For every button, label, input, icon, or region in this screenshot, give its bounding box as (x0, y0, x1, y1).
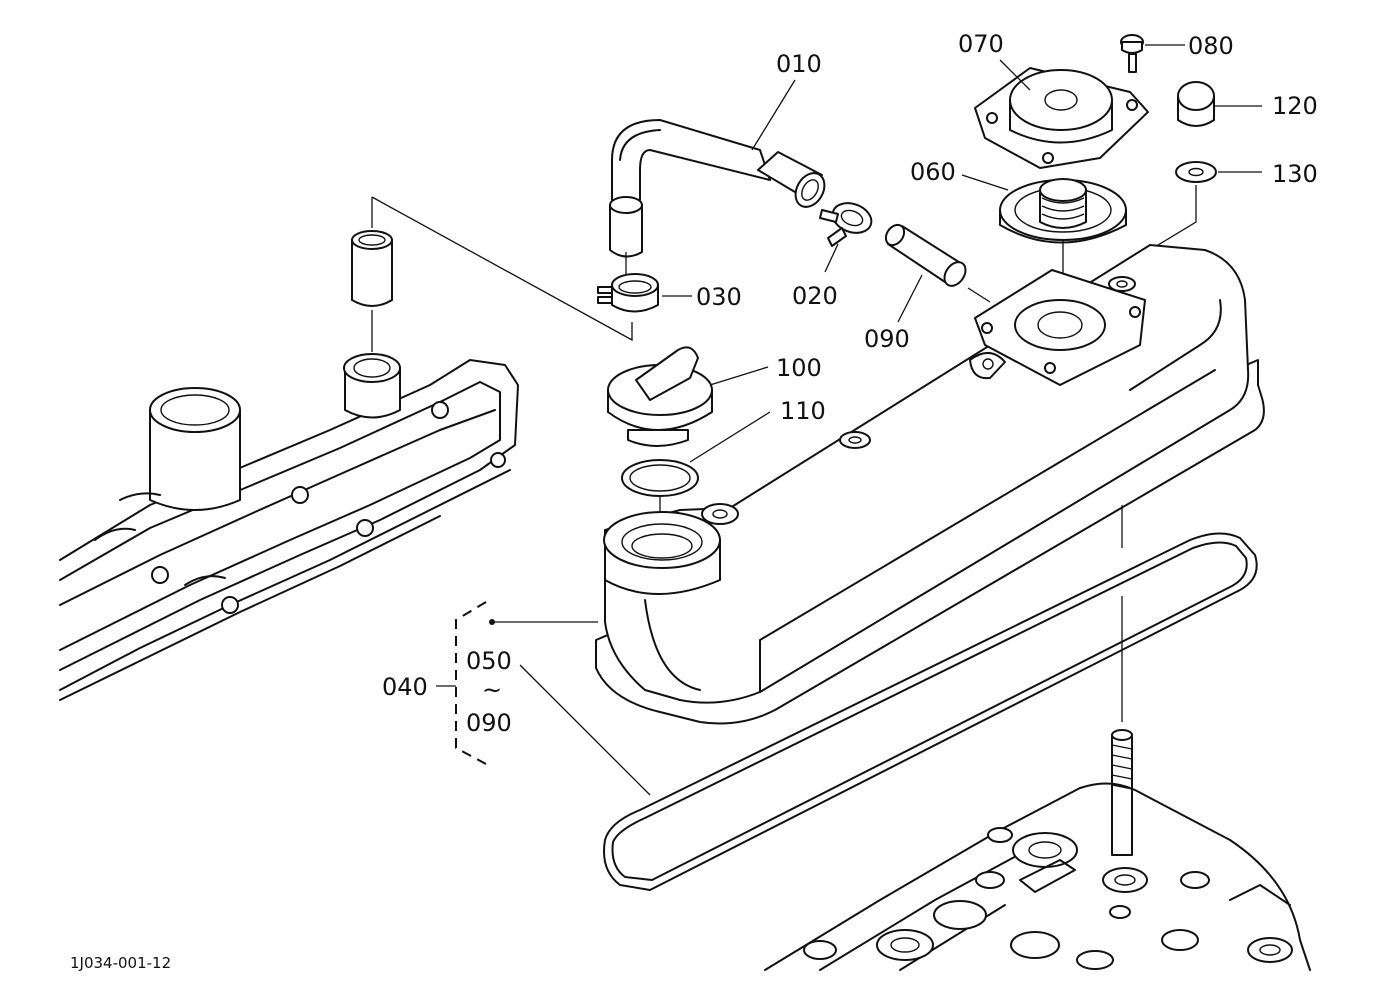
head-cover-gasket-drawing (603, 505, 1258, 891)
stud-bolt-drawing (1111, 729, 1133, 856)
range-separator: ~ (482, 676, 502, 704)
label-120: 120 (1272, 92, 1318, 120)
part-labels: 010 070 080 120 130 060 030 020 090 100 … (70, 30, 1318, 972)
label-130: 130 (1272, 160, 1318, 188)
label-020: 020 (792, 282, 838, 310)
intake-manifold-drawing (59, 353, 519, 701)
label-110: 110 (780, 397, 826, 425)
label-060: 060 (910, 158, 956, 186)
label-090-range: 090 (466, 709, 512, 737)
cylinder-head-drawing (764, 782, 1311, 971)
hose-clamp-020-drawing (819, 202, 873, 247)
label-090-pipe: 090 (864, 325, 910, 353)
o-ring-drawing (621, 459, 699, 520)
breather-pipe-090-drawing (884, 223, 991, 303)
diagram-id: 1J034-001-12 (70, 954, 171, 972)
breather-cover-plate-drawing (974, 67, 1149, 169)
label-030: 030 (696, 283, 742, 311)
cylinder-head-cover-drawing (595, 244, 1265, 725)
label-040: 040 (382, 673, 428, 701)
oil-filler-cap-drawing (607, 346, 713, 447)
label-070: 070 (958, 30, 1004, 58)
label-100: 100 (776, 354, 822, 382)
leader-lines (436, 44, 1262, 796)
hose-clamp-030-drawing (597, 252, 659, 313)
label-010: 010 (776, 50, 822, 78)
screw-drawing (1120, 34, 1144, 73)
breather-pipe-drawing (351, 196, 633, 352)
diaphragm-drawing (999, 178, 1127, 305)
breather-hose-drawing (609, 119, 826, 258)
label-080: 080 (1188, 32, 1234, 60)
cap-nut-drawing (1177, 81, 1215, 127)
label-050: 050 (466, 647, 512, 675)
